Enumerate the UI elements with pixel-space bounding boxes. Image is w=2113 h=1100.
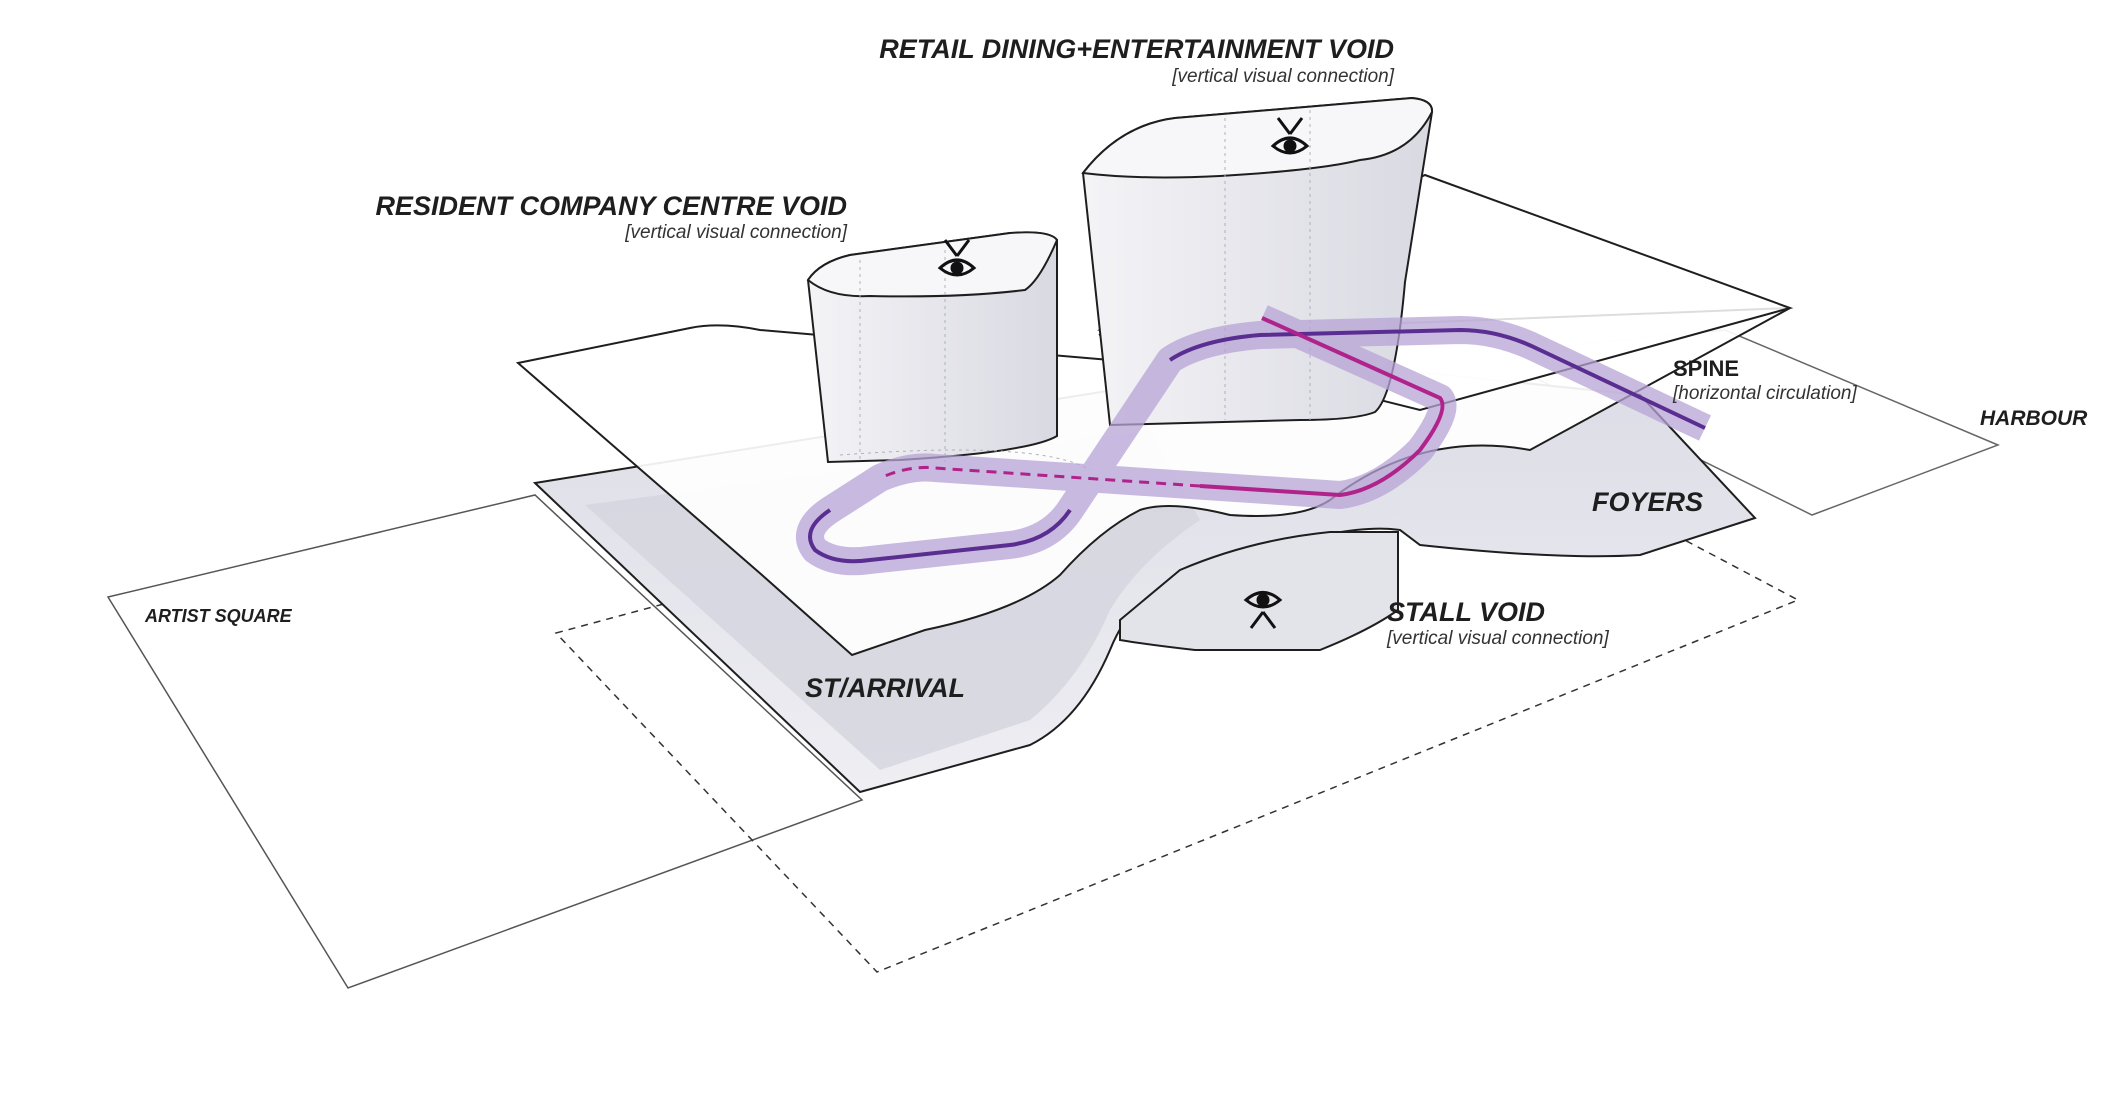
eye-icon [937, 239, 977, 277]
spine-subtitle: [horizontal circulation] [1672, 383, 1857, 404]
resident-void-subtitle: [vertical visual connection] [624, 222, 847, 243]
retail-void-title: RETAIL DINING+ENTERTAINMENT VOID [879, 34, 1394, 64]
spine-dashed-edge [879, 466, 1201, 488]
spine-circulation [796, 305, 1711, 576]
eye-icon [1270, 117, 1310, 155]
harbour-label: HARBOUR [1980, 407, 2088, 430]
spine-title: SPINE [1673, 356, 1739, 381]
artist-square-label: ARTIST SQUARE [144, 606, 293, 626]
retail-void-top [1081, 96, 1434, 179]
arrival-label: ST/ARRIVAL [805, 673, 965, 703]
artist-square-plane [106, 494, 864, 989]
lower-level-dashed-outline [554, 399, 1800, 973]
spine-magenta-edge [1199, 316, 1445, 498]
foyers-label: FOYERS [1592, 487, 1703, 517]
stall-void-title: STALL VOID [1387, 597, 1545, 627]
spine-upper-edge [1168, 327, 1706, 430]
resident-void-top [806, 231, 1059, 298]
stall-void-volume [1119, 531, 1399, 651]
stall-void-subtitle: [vertical visual connection] [1386, 628, 1609, 649]
eye-icon [1243, 591, 1283, 629]
construction-lines [839, 110, 1311, 471]
spine-lower-edge [808, 508, 1072, 564]
retail-void-subtitle: [vertical visual connection] [1171, 66, 1394, 87]
resident-void-title: RESIDENT COMPANY CENTRE VOID [375, 191, 847, 221]
